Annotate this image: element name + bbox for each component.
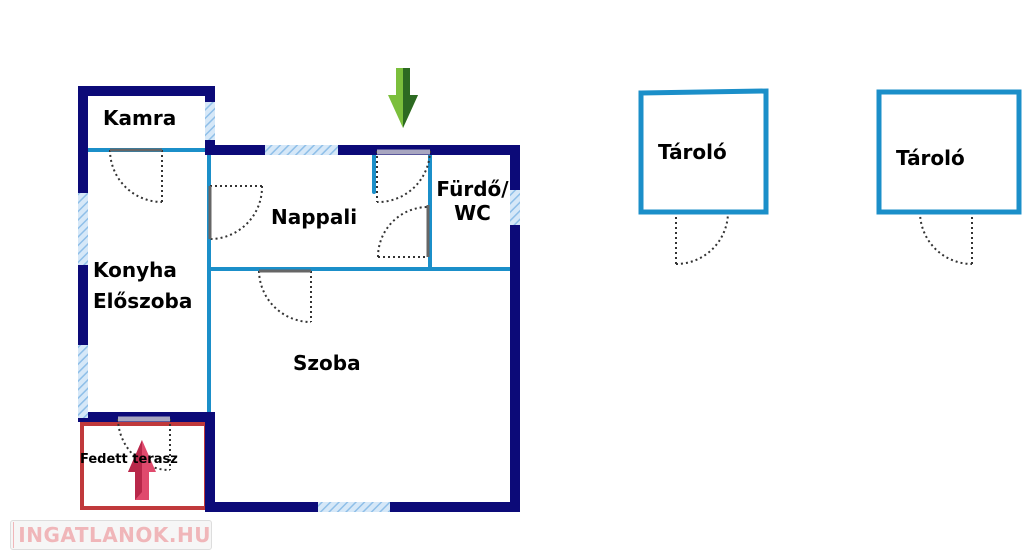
room-label-nappali: Nappali (271, 205, 358, 229)
window (318, 502, 390, 512)
storage-room-1 (638, 88, 769, 215)
room-label-kamra: Kamra (103, 106, 177, 130)
window (205, 102, 215, 140)
watermark-logo: INGATLANOK.HU (10, 520, 212, 550)
door-swings (109, 149, 973, 471)
window (78, 345, 88, 418)
window (265, 145, 338, 155)
room-label-terasz: Fedett terasz (80, 452, 178, 467)
room-label-furdo-line1: Fürdő/ (436, 177, 509, 201)
room-label-szoba: Szoba (293, 351, 361, 375)
windows (78, 102, 520, 512)
room-label-tarolo-1: Tároló (658, 140, 727, 164)
door-leaves (110, 148, 972, 422)
house-icon (13, 522, 15, 548)
entrance-arrow-icon (388, 68, 418, 128)
window (510, 190, 520, 225)
room-label-furdo-line2: WC (454, 201, 491, 225)
room-label-tarolo-2: Tároló (896, 146, 965, 170)
room-label-konyha: Konyha Előszoba (93, 255, 192, 317)
room-label-konyha-line1: Konyha (93, 258, 177, 282)
watermark-text: INGATLANOK.HU (18, 523, 211, 547)
terrace-arrow-icon (128, 440, 156, 500)
window (78, 193, 88, 265)
room-label-furdo: Fürdő/ WC (430, 177, 515, 225)
room-label-konyha-line2: Előszoba (93, 289, 193, 313)
storage-room-2 (876, 89, 1022, 215)
